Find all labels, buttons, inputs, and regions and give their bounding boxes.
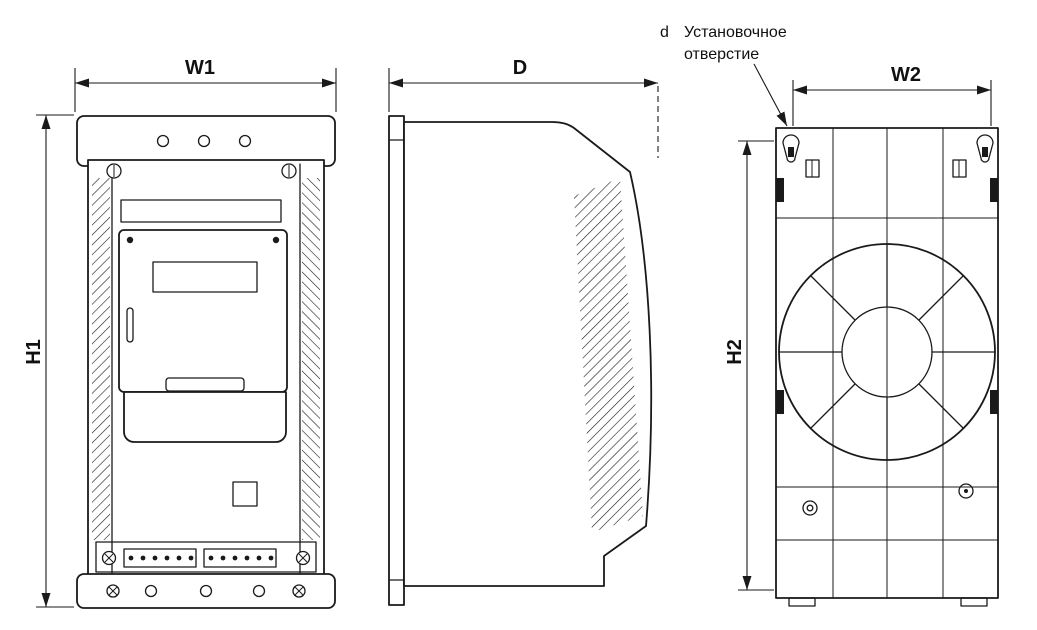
top-cap	[76, 115, 336, 167]
bottom-screw-left	[106, 584, 120, 598]
terminal-pins-right	[208, 555, 274, 561]
bottom-feet	[788, 597, 988, 607]
terminal-screw-right	[295, 550, 311, 566]
fan-grille	[778, 243, 996, 461]
bottom-screw-right	[292, 584, 306, 598]
w2-label: W2	[891, 64, 921, 86]
keyhole-mounting-slot-right	[976, 134, 994, 163]
side-slot	[126, 307, 134, 343]
hole-leader-line	[753, 63, 788, 127]
dimension-h1: H1	[23, 114, 74, 608]
fan-spokes	[778, 243, 996, 461]
terminal-pins-left	[128, 555, 194, 561]
terminal-screw-left	[101, 550, 117, 566]
small-square-opening	[232, 481, 258, 507]
keypad-unit	[118, 229, 288, 393]
front-device	[76, 115, 336, 609]
mounting-hole-annotation: d Установочное отверстие	[660, 24, 788, 127]
left-vent-fins	[92, 178, 110, 540]
display-window	[152, 261, 258, 293]
w1-label: W1	[185, 57, 215, 79]
top-screw-right	[281, 163, 297, 179]
bottom-cap	[76, 573, 336, 609]
side-view: D	[388, 57, 659, 606]
mounting-plate-edge	[388, 115, 405, 606]
dimension-h2: H2	[724, 140, 774, 591]
d-label: D	[513, 57, 527, 79]
plate-grid	[776, 128, 998, 598]
back-view: d Установочное отверстие W2 H2	[660, 24, 999, 607]
right-vent-fins	[302, 178, 320, 540]
keypad-latch	[165, 377, 245, 392]
hole-d-label: d	[660, 24, 669, 41]
keyhole-mounting-slot-left	[782, 134, 800, 163]
top-clip-left	[805, 159, 820, 178]
keypad-lower-housing	[123, 391, 287, 443]
label-strip	[120, 199, 282, 223]
terminal-block-right	[203, 548, 277, 568]
h1-label: H1	[23, 339, 45, 365]
bottom-cap-holes	[144, 584, 266, 598]
h2-label: H2	[724, 339, 746, 365]
side-clips	[776, 178, 998, 414]
top-clip-right	[952, 159, 967, 178]
side-vent-slots	[574, 178, 643, 532]
terminal-section	[95, 541, 317, 573]
top-cap-holes	[156, 134, 252, 148]
dimension-w2: W2	[792, 64, 992, 126]
back-plate	[775, 127, 999, 607]
hole-note-line1: Установочное	[684, 24, 787, 41]
top-screw-left	[106, 163, 122, 179]
hole-note-line2: отверстие	[684, 46, 759, 63]
front-view: W1 H1	[23, 57, 337, 609]
terminal-block-left	[123, 548, 197, 568]
keypad-screw-left	[126, 236, 134, 244]
dimension-w1: W1	[74, 57, 337, 112]
keypad-screw-right	[272, 236, 280, 244]
bottom-hole-left	[802, 500, 818, 516]
dimension-d: D	[388, 57, 659, 158]
side-device	[388, 115, 653, 606]
bottom-hole-right	[958, 483, 974, 499]
